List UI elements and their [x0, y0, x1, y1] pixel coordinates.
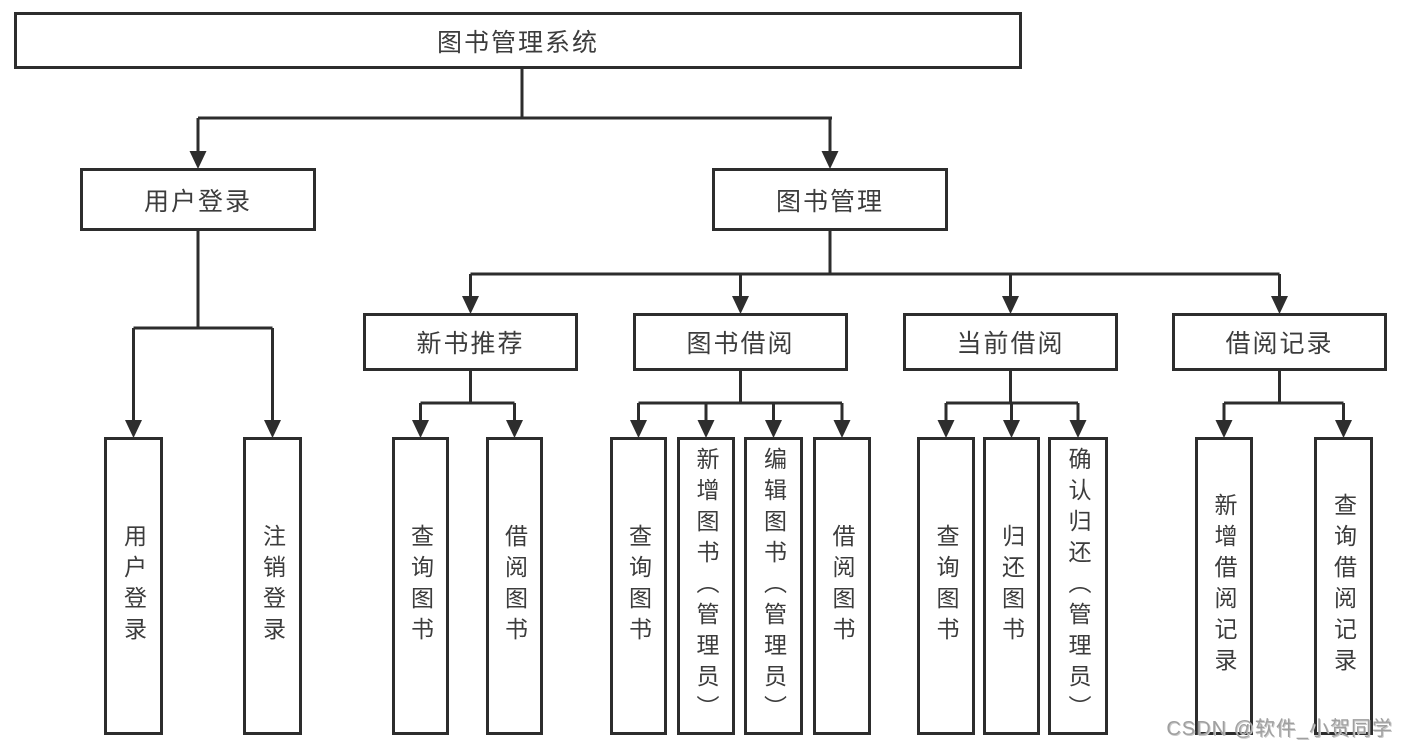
arrow-down-icon — [833, 420, 851, 438]
arrow-down-icon — [1002, 296, 1019, 314]
leaf-query-borrow-record: 查询借阅记录 — [1314, 437, 1373, 735]
connector-current-split — [944, 369, 1080, 422]
arrow-down-icon — [264, 420, 281, 438]
leaf-edit-book-admin: 编辑图书（管理员） — [744, 437, 803, 735]
node-label: 借阅图书 — [829, 524, 855, 648]
node-label: 查询图书 — [933, 524, 959, 648]
leaf-user-login: 用户登录 — [104, 437, 163, 735]
leaf-confirm-return-admin: 确认归还（管理员） — [1048, 437, 1108, 735]
csdn-watermark: CSDN @软件_小贺同学 — [1166, 718, 1393, 740]
leaf-borrow-book-recommend: 借阅图书 — [486, 437, 543, 735]
arrow-down-icon — [821, 151, 839, 169]
node-label: 确认归还（管理员） — [1065, 446, 1091, 726]
arrow-down-icon — [1271, 296, 1288, 314]
node-label: 新增图书（管理员） — [693, 446, 719, 726]
connector-login-split — [132, 231, 274, 422]
arrow-down-icon — [630, 420, 647, 438]
node-label: 编辑图书（管理员） — [760, 446, 787, 726]
leaf-return-book: 归还图书 — [983, 437, 1040, 735]
connector-borrow-split — [637, 369, 844, 422]
leaf-query-book-recommend: 查询图书 — [392, 437, 449, 735]
node-user-login: 用户登录 — [80, 168, 316, 231]
node-root-library-system: 图书管理系统 — [14, 12, 1022, 69]
arrow-down-icon — [1215, 420, 1233, 438]
node-label: 查询图书 — [625, 524, 652, 648]
node-label: 归还图书 — [998, 524, 1025, 648]
node-current-borrow: 当前借阅 — [903, 313, 1118, 371]
leaf-query-book-borrow: 查询图书 — [610, 437, 667, 735]
node-book-management: 图书管理 — [712, 168, 948, 231]
connector-management-split — [469, 231, 1281, 298]
arrow-down-icon — [697, 420, 715, 438]
arrow-down-icon — [412, 420, 429, 438]
arrow-down-icon — [506, 420, 523, 438]
node-new-book-recommend: 新书推荐 — [363, 313, 578, 371]
connector-record-split — [1222, 369, 1345, 422]
arrowheads — [125, 151, 1352, 438]
node-label: 用户登录 — [143, 187, 252, 216]
arrow-down-icon — [462, 296, 479, 314]
leaf-add-borrow-record: 新增借阅记录 — [1195, 437, 1253, 735]
leaf-borrow-book: 借阅图书 — [813, 437, 871, 735]
node-label: 借阅记录 — [1225, 330, 1334, 358]
arrow-down-icon — [937, 420, 955, 438]
connector-recommend-split — [419, 369, 516, 422]
node-label: 当前借阅 — [956, 330, 1065, 358]
arrow-down-icon — [732, 296, 749, 314]
leaf-query-book-current: 查询图书 — [917, 437, 975, 735]
node-label: 新增借阅记录 — [1211, 493, 1237, 679]
node-label: 查询图书 — [407, 524, 434, 648]
node-label: 图书管理 — [775, 187, 884, 216]
arrow-down-icon — [189, 151, 207, 169]
arrow-down-icon — [1069, 420, 1087, 438]
node-label: 图书管理系统 — [436, 28, 599, 57]
arrow-down-icon — [765, 420, 782, 438]
node-label: 借阅图书 — [501, 524, 528, 648]
arrow-down-icon — [125, 420, 142, 438]
node-label: 新书推荐 — [416, 330, 525, 358]
arrow-down-icon — [1003, 420, 1020, 438]
leaf-logout: 注销登录 — [243, 437, 302, 735]
node-label: 用户登录 — [120, 524, 147, 648]
arrow-down-icon — [1335, 420, 1352, 438]
node-book-borrow: 图书借阅 — [633, 313, 848, 371]
node-label: 图书借阅 — [686, 330, 795, 358]
node-borrow-record: 借阅记录 — [1172, 313, 1387, 371]
connector-root-split — [196, 68, 832, 153]
node-label: 查询借阅记录 — [1330, 493, 1357, 679]
node-label: 注销登录 — [259, 524, 286, 648]
leaf-add-book-admin: 新增图书（管理员） — [677, 437, 735, 735]
